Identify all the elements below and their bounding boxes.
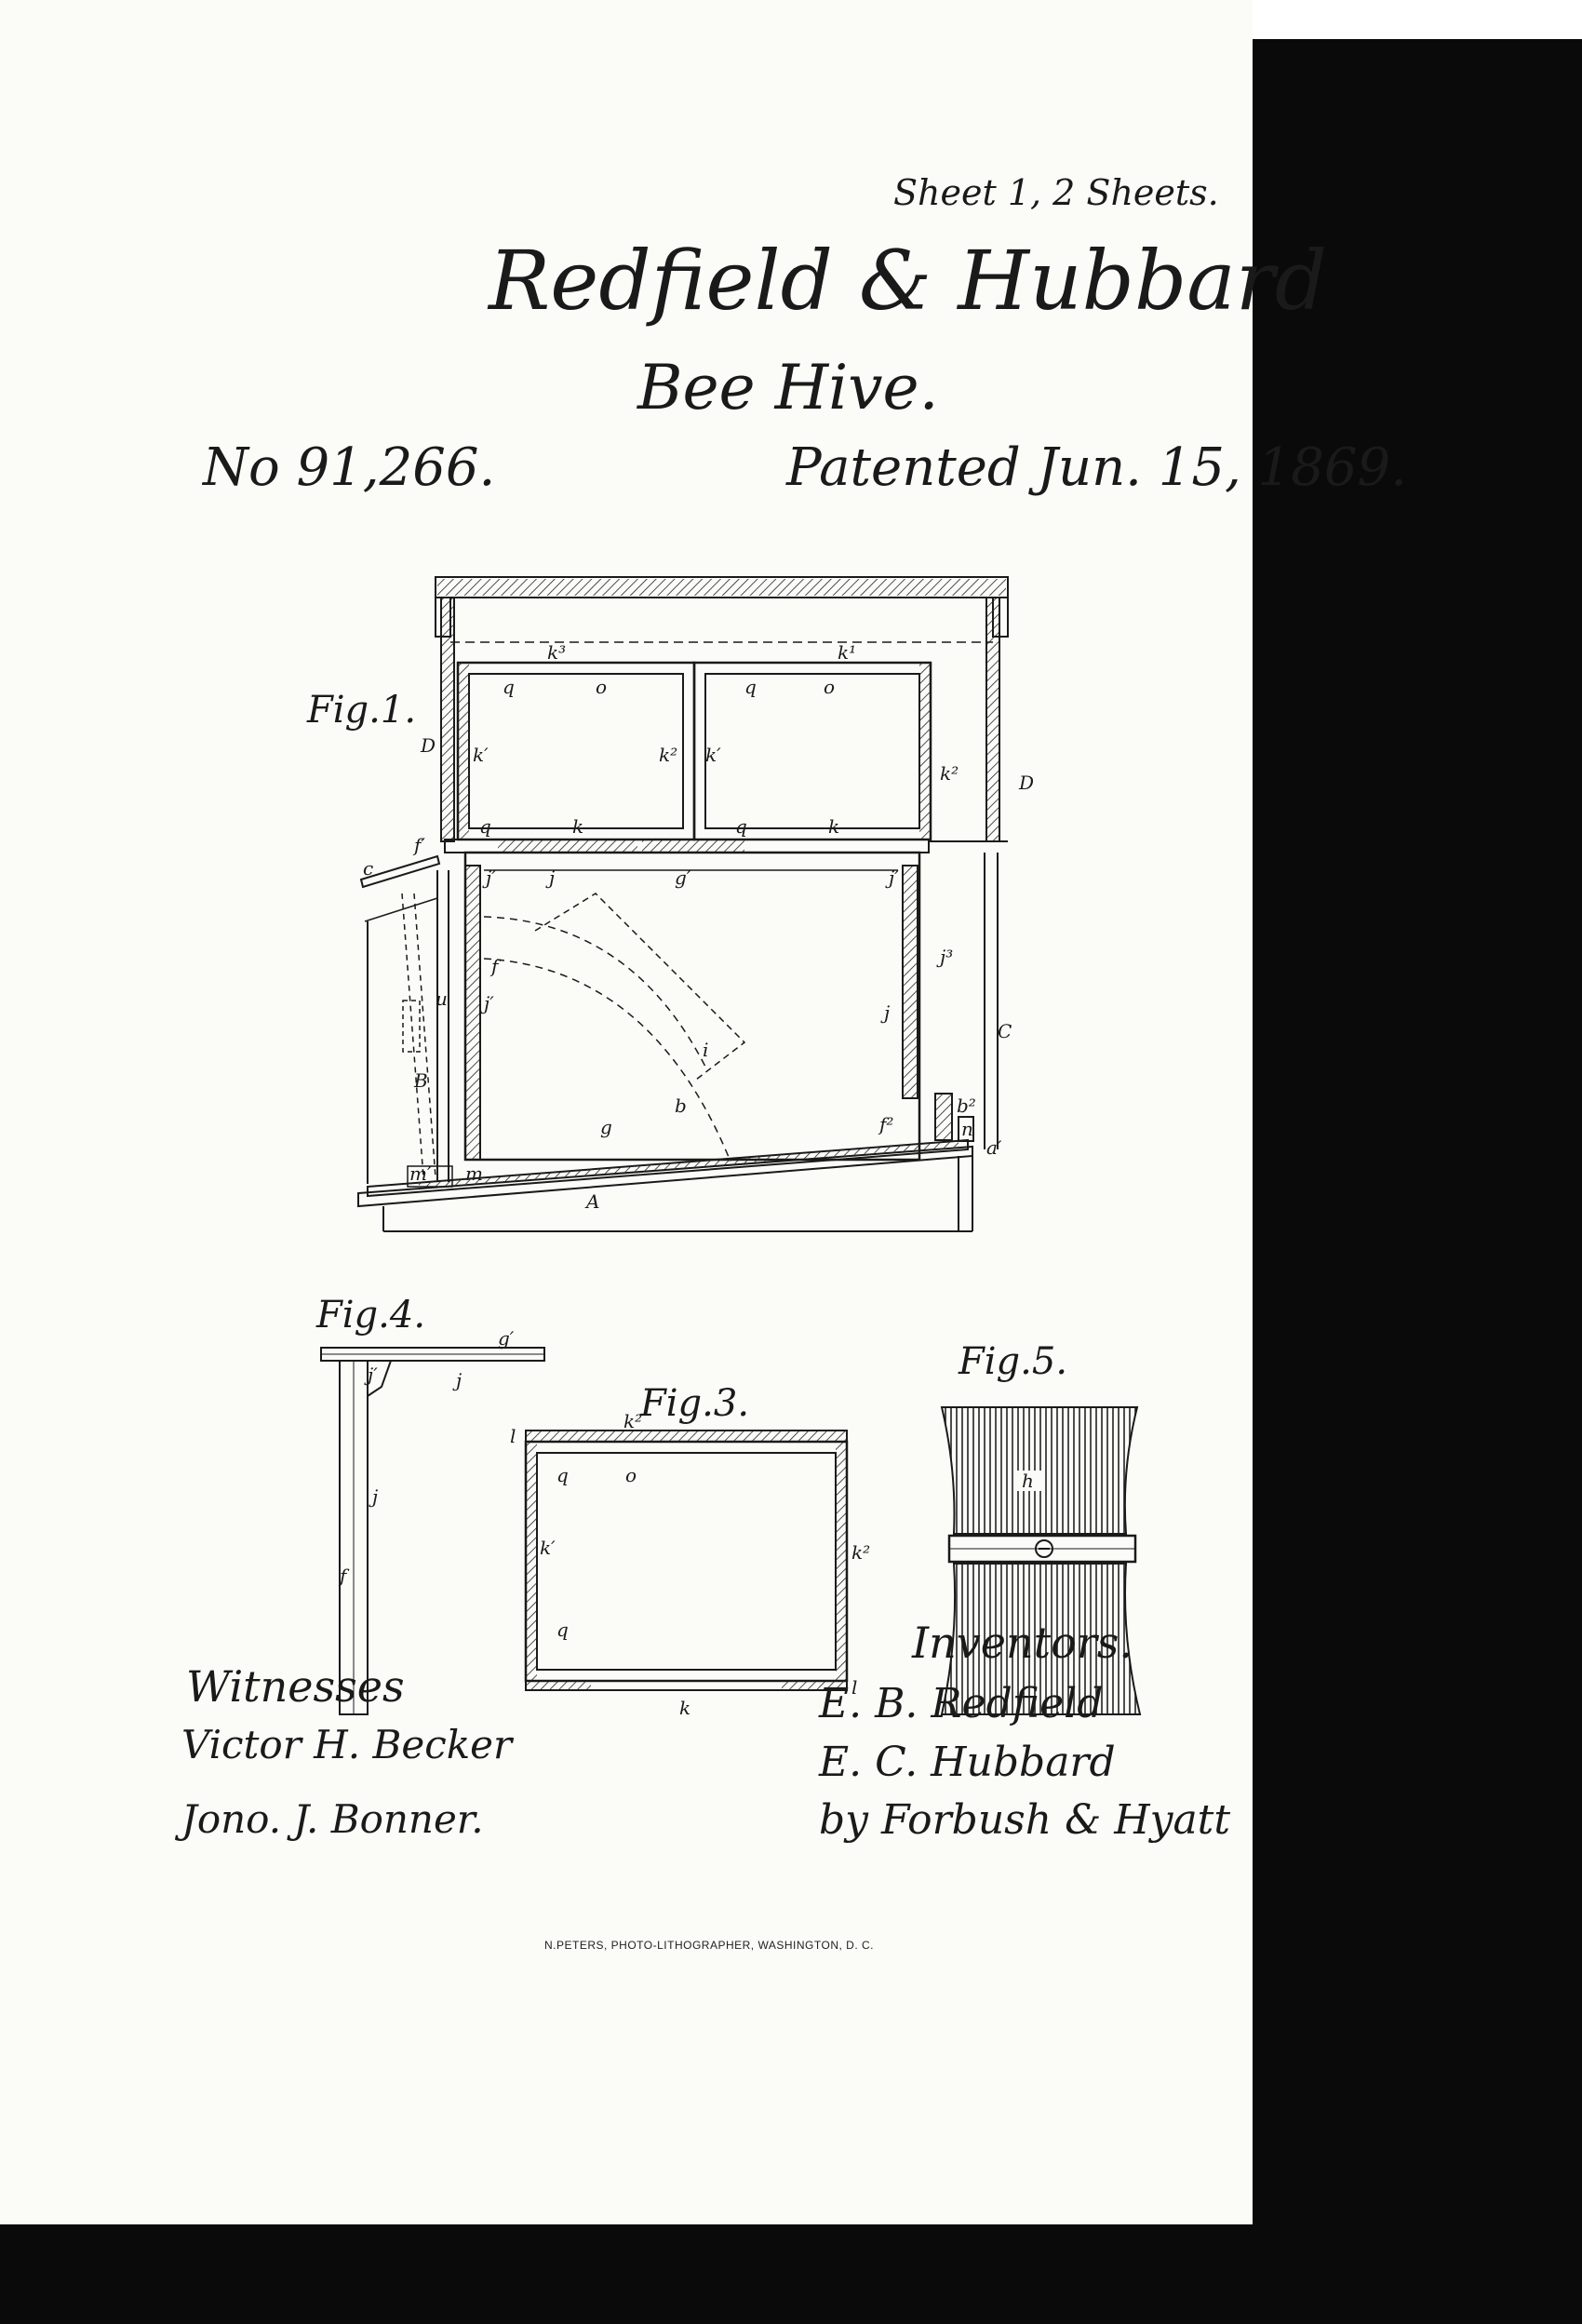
label-D-left: D bbox=[420, 734, 436, 757]
label-jprime-right: j′ bbox=[885, 866, 899, 889]
label-fprime: f′ bbox=[412, 834, 425, 856]
label-u: u bbox=[436, 987, 448, 1010]
fig5-lower-fibers bbox=[940, 1563, 1142, 1715]
label-j3: j³ bbox=[936, 946, 953, 968]
surplus-box-right bbox=[692, 661, 932, 841]
label-kprime-2: k′ bbox=[705, 744, 721, 766]
label-k-2: k bbox=[828, 815, 839, 838]
label-m: m bbox=[465, 1162, 483, 1185]
scan-border-bottom bbox=[0, 2224, 1582, 2324]
label-jprime-left: j′ bbox=[482, 866, 496, 889]
invention-title: Bee Hive. bbox=[637, 352, 939, 423]
label-g: g bbox=[600, 1116, 612, 1138]
label-k2-right: k² bbox=[940, 762, 959, 785]
label-D-right: D bbox=[1018, 772, 1034, 794]
fig4-corner-block bbox=[367, 1360, 393, 1398]
label-q-4: q bbox=[735, 815, 747, 838]
inventor-signature-1: E. B. Redfield bbox=[819, 1680, 1104, 1727]
witness-signature-2: Jono. J. Bonner. bbox=[181, 1796, 484, 1842]
fig1-label: Fig.1. bbox=[307, 689, 417, 732]
swing-frame bbox=[534, 893, 746, 1081]
label-k3: k³ bbox=[547, 641, 566, 664]
fig5-screw bbox=[1035, 1539, 1053, 1558]
label-j-right: j bbox=[880, 1001, 890, 1024]
patent-number: No 91,266. bbox=[203, 437, 496, 498]
front-wall bbox=[465, 866, 480, 1160]
fig3-label-q: q bbox=[556, 1464, 569, 1486]
label-o: o bbox=[596, 676, 607, 698]
label-aprime: a′ bbox=[986, 1136, 1002, 1159]
fig4-label-j-side: j bbox=[369, 1485, 378, 1508]
cap-left-wall bbox=[441, 598, 454, 841]
fig3-box bbox=[524, 1440, 849, 1683]
label-b2: b² bbox=[957, 1095, 976, 1117]
label-mprime: m′ bbox=[409, 1162, 432, 1185]
fig3-label-o: o bbox=[625, 1464, 637, 1486]
label-A: A bbox=[584, 1190, 599, 1213]
label-c: c bbox=[363, 857, 373, 880]
label-q-2: q bbox=[744, 676, 757, 698]
label-jprime-mid: j′ bbox=[480, 992, 494, 1014]
inventor-signature-2: E. C. Hubbard bbox=[819, 1739, 1116, 1786]
label-o-2: o bbox=[824, 676, 835, 698]
slide-door bbox=[401, 893, 424, 1178]
fig3-label-k: k bbox=[679, 1697, 690, 1719]
fig4-label-j: j bbox=[452, 1369, 462, 1391]
sheet-number: Sheet 1, 2 Sheets. bbox=[893, 172, 1219, 213]
fig5-drawing: h bbox=[940, 1406, 1142, 1715]
label-f: f bbox=[489, 955, 502, 977]
fig1-drawing: k³ k¹ q o q o D k′ k² k′ k² D q k q k c … bbox=[357, 576, 1034, 1232]
fig4-drawing: g′ j′ j j f bbox=[320, 1327, 545, 1715]
label-q: q bbox=[503, 676, 515, 698]
inventors-heading: Inventors. bbox=[912, 1618, 1133, 1668]
scan-border-right bbox=[1253, 39, 1582, 2324]
witness-signature-1: Victor H. Becker bbox=[181, 1722, 513, 1767]
label-f2: f² bbox=[878, 1113, 893, 1135]
label-C: C bbox=[998, 1020, 1012, 1042]
fig3-label-kprime: k′ bbox=[540, 1537, 556, 1559]
label-k2: k² bbox=[659, 744, 677, 766]
label-n: n bbox=[961, 1118, 973, 1140]
attorney-signature: by Forbush & Hyatt bbox=[819, 1796, 1231, 1844]
fig3-drawing: k² l q o k′ k² q l k bbox=[510, 1410, 870, 1719]
label-k1: k¹ bbox=[838, 641, 856, 664]
fig3-label-k2-right: k² bbox=[851, 1541, 870, 1564]
fig5-label-h: h bbox=[1022, 1470, 1034, 1492]
inventor-names-title: Redfield & Hubbard bbox=[489, 233, 1328, 329]
fig4-label-jprime: j′ bbox=[364, 1364, 378, 1386]
label-b: b bbox=[675, 1095, 687, 1117]
patent-sheet bbox=[0, 0, 1253, 2224]
fig5-label: Fig.5. bbox=[959, 1340, 1068, 1383]
witnesses-heading: Witnesses bbox=[186, 1661, 405, 1712]
label-k: k bbox=[572, 815, 583, 838]
back-wall bbox=[903, 866, 918, 1098]
label-j: j bbox=[545, 866, 555, 889]
cap-right-wall bbox=[986, 598, 999, 841]
label-B: B bbox=[413, 1069, 428, 1092]
fig4-label: Fig.4. bbox=[316, 1294, 426, 1337]
brood-chamber bbox=[463, 851, 921, 1162]
fig3-label-q-2: q bbox=[556, 1619, 569, 1641]
porch-roof bbox=[359, 854, 441, 889]
fig4-label-f: f bbox=[338, 1565, 350, 1587]
roof-board bbox=[435, 576, 1009, 598]
label-q-3: q bbox=[479, 815, 491, 838]
label-kprime: k′ bbox=[473, 744, 489, 766]
fig3-top bbox=[526, 1431, 847, 1442]
roof-hatch bbox=[437, 579, 1006, 596]
swing-arc bbox=[483, 958, 731, 1162]
label-gprime: g′ bbox=[675, 866, 691, 889]
fig3-label: Fig.3. bbox=[640, 1382, 750, 1425]
fig3-label-l-top: l bbox=[510, 1425, 516, 1447]
patent-drawings: k³ k¹ q o q o D k′ k² k′ k² D q k q k c … bbox=[320, 576, 1142, 1719]
label-i: i bbox=[703, 1039, 708, 1061]
fig3-label-k2: k² bbox=[623, 1410, 642, 1432]
fig4-label-gprime: g′ bbox=[498, 1327, 515, 1350]
patent-date: Patented Jun. 15, 1869. bbox=[786, 437, 1407, 498]
fig3-label-l-bottom: l bbox=[851, 1676, 857, 1699]
printer-credit: N.PETERS, PHOTO-LITHOGRAPHER, WASHINGTON… bbox=[544, 1939, 874, 1952]
